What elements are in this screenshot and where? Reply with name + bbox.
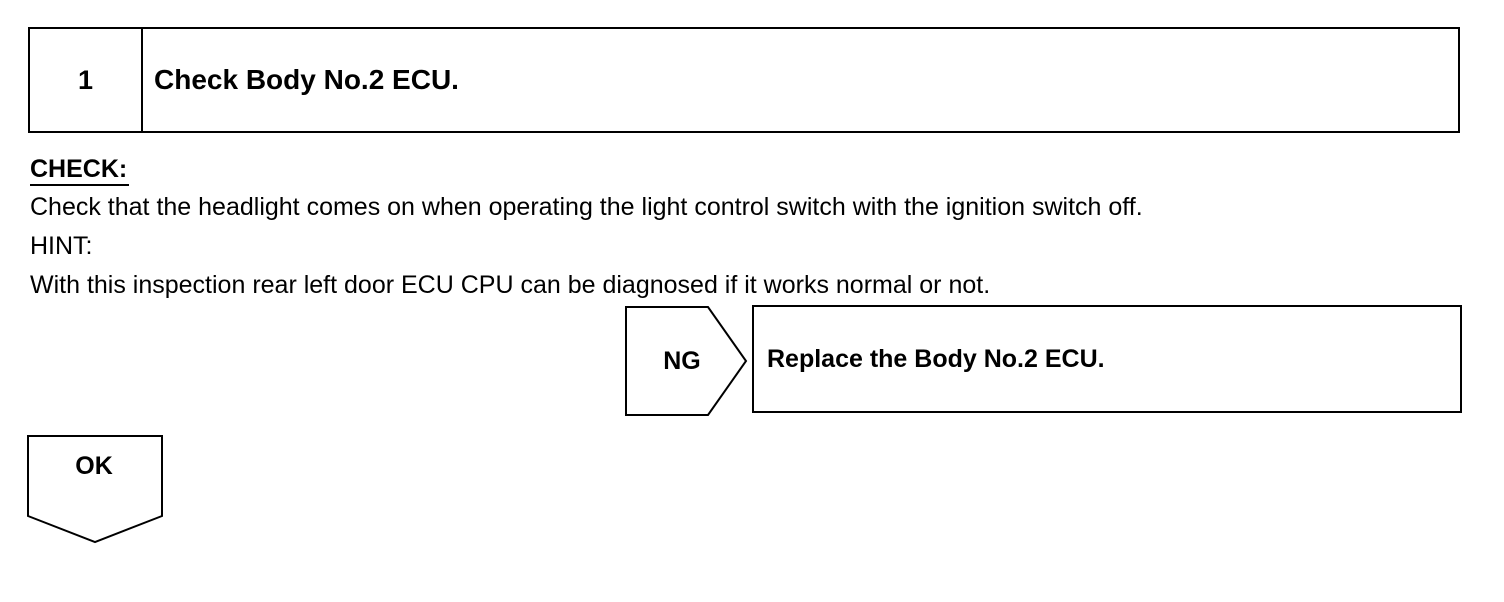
hint-text: With this inspection rear left door ECU … [30,271,991,299]
ok-arrow-icon [27,435,163,544]
step-header-box: 1 Check Body No.2 ECU. [28,27,1460,133]
ng-action-box: Replace the Body No.2 ECU. [752,305,1462,413]
ng-label: NG [663,346,701,375]
ng-action-text: Replace the Body No.2 ECU. [767,344,1105,373]
ng-arrow-icon [625,306,748,416]
hint-label: HINT: [30,232,93,260]
check-label: CHECK: [30,154,130,186]
ok-label: OK [75,452,113,480]
check-text: Check that the headlight comes on when o… [30,193,1143,221]
step-title: Check Body No.2 ECU. [154,64,459,95]
step-number: 1 [30,29,143,131]
